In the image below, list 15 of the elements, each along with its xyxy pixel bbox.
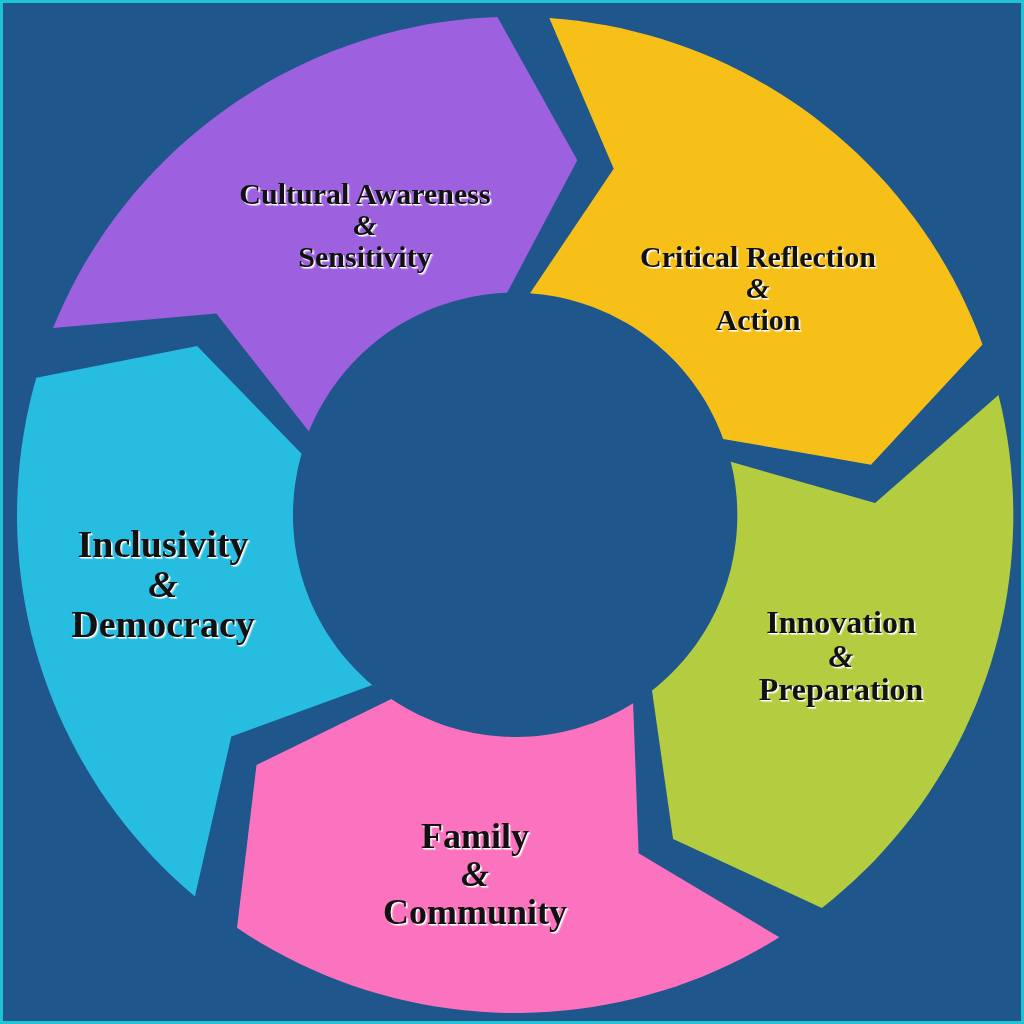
segment-label: Family bbox=[420, 818, 530, 857]
ampersand-label: & bbox=[461, 856, 489, 894]
ampersand-label: & bbox=[148, 565, 178, 605]
segment-label: Democracy bbox=[71, 604, 255, 645]
ampersand-label: & bbox=[352, 209, 378, 241]
segment-label: Preparation bbox=[758, 672, 924, 707]
segment-label: Critical Reflection bbox=[640, 240, 876, 273]
segment-label: Sensitivity bbox=[297, 240, 433, 273]
segment-label: Cultural Awareness bbox=[239, 177, 491, 210]
ampersand-label: & bbox=[745, 272, 771, 304]
segment-label: Innovation bbox=[765, 605, 917, 640]
segment-label: Inclusivity bbox=[76, 525, 250, 566]
segment-label: Action bbox=[714, 303, 802, 336]
segment-label: Community bbox=[383, 893, 567, 932]
ampersand-label: & bbox=[827, 639, 855, 673]
